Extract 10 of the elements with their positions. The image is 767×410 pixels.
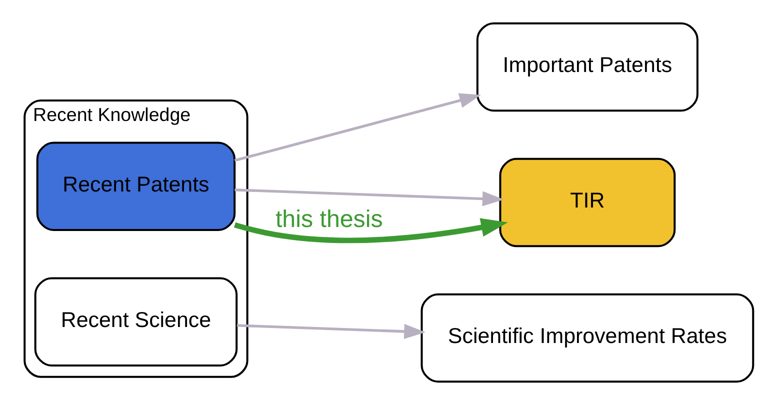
edge-label: this thesis (275, 206, 383, 233)
node-box: Scientific Improvement Rates (420, 292, 754, 382)
node-box: Recent Patents (36, 141, 236, 230)
arrow (234, 92, 482, 162)
node-box: Recent Science (34, 276, 238, 366)
arrow (236, 323, 426, 338)
arrow (234, 188, 504, 206)
arrow (234, 218, 508, 243)
node-box: TIR (499, 157, 676, 247)
node-box: Important Patents (476, 22, 698, 112)
